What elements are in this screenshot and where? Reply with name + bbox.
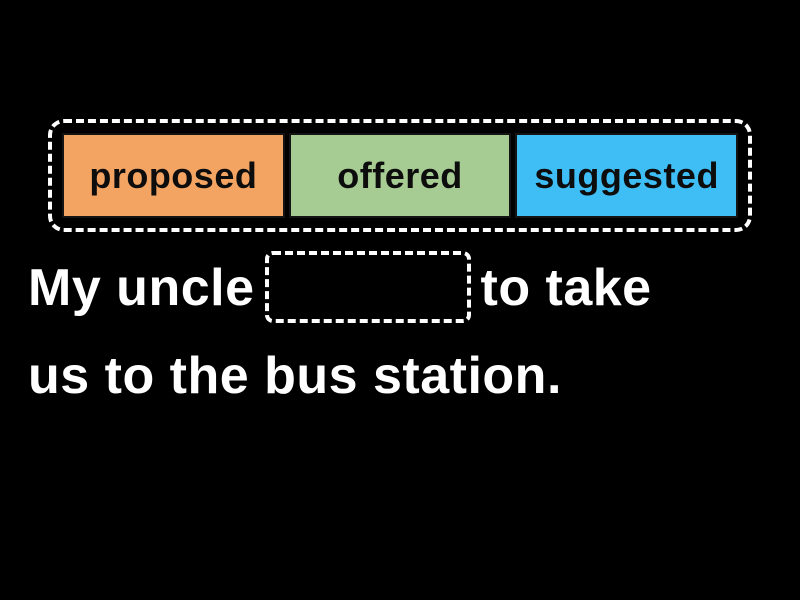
answer-blank[interactable]	[264, 251, 471, 324]
sentence-after-blank: to take	[480, 259, 652, 317]
sentence-before-blank: My uncle	[28, 259, 255, 317]
sentence: My uncle to take us to the bus station.	[28, 244, 776, 420]
word-choice-offered[interactable]: offered	[288, 133, 512, 218]
sentence-line-2: us to the bus station.	[28, 347, 562, 405]
word-bank: proposed offered suggested	[48, 119, 752, 232]
word-choice-suggested[interactable]: suggested	[515, 133, 739, 218]
word-choice-proposed[interactable]: proposed	[62, 133, 285, 218]
